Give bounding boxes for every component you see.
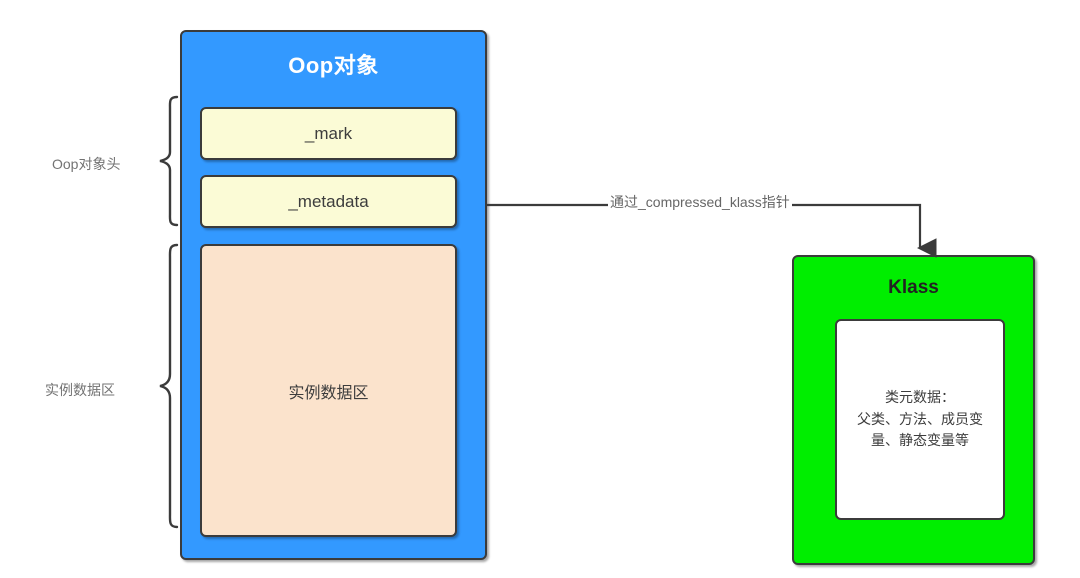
oop-instance-data-area: 实例数据区 <box>200 244 457 537</box>
oop-field-mark: _mark <box>200 107 457 160</box>
oop-field-mark-label: _mark <box>304 123 353 143</box>
label-instance-data: 实例数据区 <box>45 382 115 398</box>
klass-box: Klass 类元数据： 父类、方法、成员变 量、静态变量等 Java知音 <box>792 255 1035 565</box>
oop-object-box: Oop对象 _mark _metadata 实例数据区 <box>180 30 487 560</box>
oop-instance-data-area-label: 实例数据区 <box>288 384 369 402</box>
label-oop-header: Oop对象头 <box>52 156 121 172</box>
oop-object-title: Oop对象 <box>288 53 379 78</box>
oop-field-metadata: _metadata <box>200 175 457 228</box>
brace-instance-data <box>159 243 179 529</box>
oop-field-metadata-label: _metadata <box>288 191 369 211</box>
brace-oop-header <box>159 95 179 227</box>
klass-metadata-text: 类元数据： 父类、方法、成员变 量、静态变量等 <box>857 388 983 449</box>
klass-title: Klass <box>888 277 939 298</box>
klass-metadata-box: 类元数据： 父类、方法、成员变 量、静态变量等 <box>835 319 1005 520</box>
connector-label: 通过_compressed_klass指针 <box>608 192 792 212</box>
